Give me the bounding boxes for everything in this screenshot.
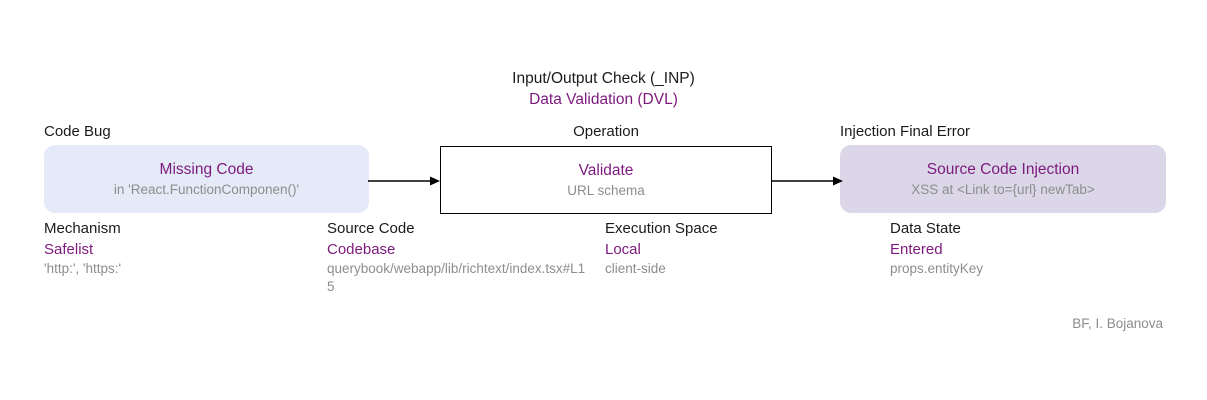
- diagram-title-line1: Input/Output Check (_INP): [512, 70, 695, 87]
- attribute-execution-space-value: Local: [605, 241, 641, 258]
- attribute-execution-space-detail: client-side: [605, 261, 666, 276]
- diagram-title: Input/Output Check (_INP) Data Validatio…: [0, 68, 1207, 110]
- attribute-data-state-value: Entered: [890, 241, 943, 258]
- attribute-source-code-name: Source Code: [327, 220, 415, 237]
- node-code-bug: Missing Code in 'React.FunctionComponen(…: [44, 145, 369, 213]
- arrow-operation-to-final-error-icon: [771, 176, 843, 186]
- attribute-mechanism-value: Safelist: [44, 241, 94, 258]
- node-caption-injection-final-error: Injection Final Error: [840, 123, 971, 140]
- node-operation-title: Validate: [578, 161, 634, 179]
- attribute-execution-space-name: Execution Space: [605, 220, 718, 237]
- node-operation-subtitle: URL schema: [567, 182, 645, 198]
- attribute-source-code: Source Code Codebase querybook/webapp/li…: [327, 218, 589, 296]
- node-injection-final-error-title: Source Code Injection: [926, 160, 1080, 178]
- footer-credit: BF, I. Bojanova: [1072, 316, 1163, 331]
- node-caption-operation: Operation: [573, 123, 639, 140]
- attribute-source-code-detail: querybook/webapp/lib/richtext/index.tsx#…: [327, 261, 586, 294]
- node-operation: Validate URL schema: [440, 146, 772, 214]
- attribute-mechanism-name: Mechanism: [44, 220, 121, 237]
- attribute-source-code-value: Codebase: [327, 241, 396, 258]
- node-code-bug-title: Missing Code: [159, 160, 254, 178]
- arrow-code-bug-to-operation-icon: [368, 176, 440, 186]
- attribute-data-state-name: Data State: [890, 220, 961, 237]
- attribute-mechanism-detail: 'http:', 'https:': [44, 261, 122, 276]
- attribute-mechanism: Mechanism Safelist 'http:', 'https:': [44, 218, 314, 278]
- attribute-execution-space: Execution Space Local client-side: [605, 218, 865, 278]
- node-injection-final-error: Source Code Injection XSS at <Link to={u…: [840, 145, 1166, 213]
- diagram-title-line2: Data Validation (DVL): [529, 91, 678, 108]
- node-injection-final-error-subtitle: XSS at <Link to={url} newTab>: [911, 181, 1095, 197]
- node-caption-code-bug: Code Bug: [44, 123, 111, 140]
- attribute-data-state-detail: props.entityKey: [890, 261, 984, 276]
- attribute-data-state: Data State Entered props.entityKey: [890, 218, 1160, 278]
- node-code-bug-subtitle: in 'React.FunctionComponen()': [113, 181, 300, 197]
